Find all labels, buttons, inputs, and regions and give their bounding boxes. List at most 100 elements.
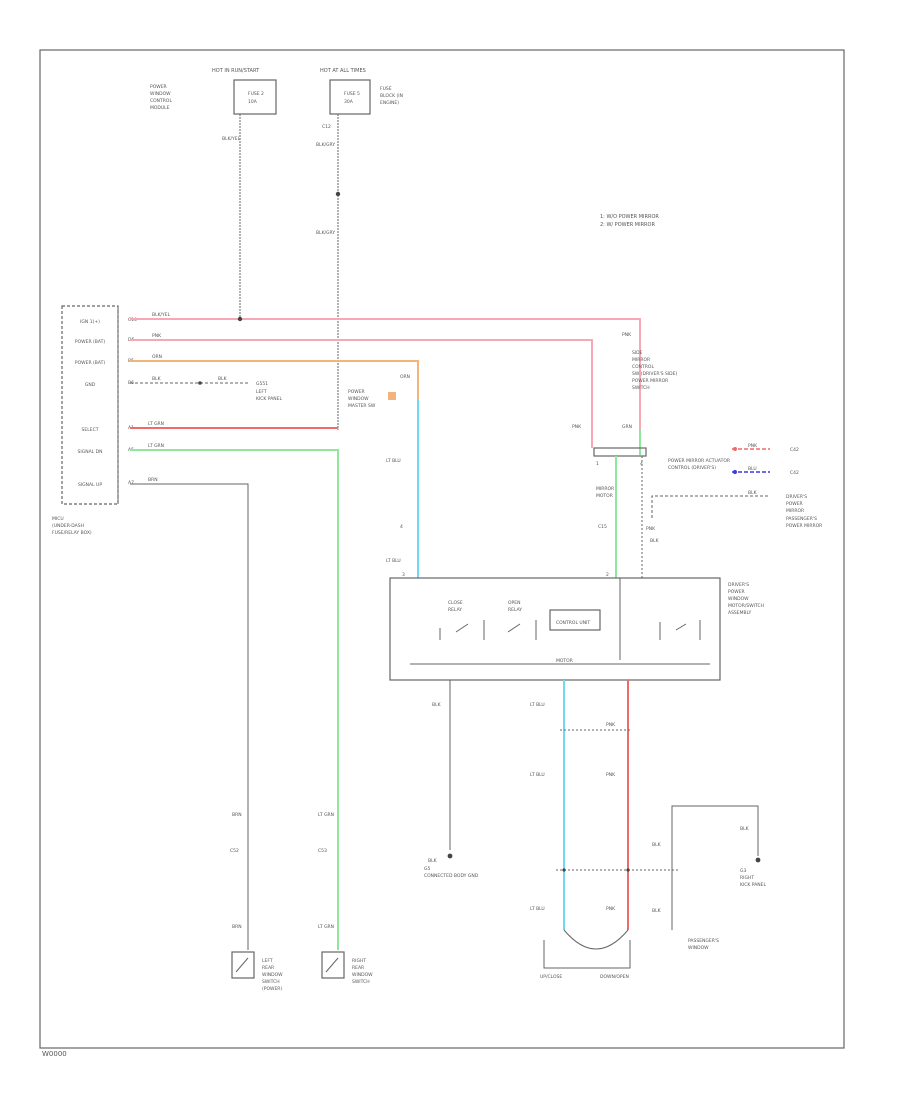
- svg-text:BRN: BRN: [232, 924, 242, 930]
- svg-text:SWITCH: SWITCH: [352, 979, 370, 985]
- svg-text:POWER: POWER: [150, 84, 167, 90]
- svg-text:POWER MIRROR: POWER MIRROR: [786, 523, 822, 529]
- right-ground: BLK G3 RIGHT KICK PANEL BLK BLK PASSENGE…: [652, 805, 767, 951]
- svg-text:WINDOW: WINDOW: [688, 945, 709, 951]
- right-labels: POWER MIRROR ACTUATOR CONTROL (DRIVER'S)…: [651, 443, 822, 529]
- svg-text:BLK/YEL: BLK/YEL: [152, 312, 171, 318]
- svg-text:SELECT: SELECT: [82, 427, 99, 433]
- svg-text:HOT IN RUN/START: HOT IN RUN/START: [212, 68, 260, 74]
- svg-text:A7: A7: [128, 480, 134, 486]
- svg-text:10A: 10A: [248, 99, 258, 105]
- svg-text:BLK/YEL: BLK/YEL: [222, 136, 241, 142]
- svg-text:PNK: PNK: [606, 722, 616, 728]
- top-left-fuse: HOT IN RUN/START POWER WINDOW CONTROL MO…: [150, 68, 277, 318]
- svg-text:DRIVER'S: DRIVER'S: [728, 582, 749, 588]
- svg-text:LEFT: LEFT: [262, 958, 273, 964]
- svg-text:BLU: BLU: [748, 466, 757, 472]
- wire-pink-2: [130, 339, 593, 448]
- svg-text:MODULE: MODULE: [150, 105, 170, 111]
- svg-text:PNK: PNK: [606, 906, 616, 912]
- svg-text:ORN: ORN: [152, 354, 162, 360]
- wire-brn: [130, 483, 249, 950]
- svg-text:BLK/GRY: BLK/GRY: [316, 142, 335, 148]
- svg-text:PNK: PNK: [748, 443, 758, 449]
- svg-text:PNK: PNK: [622, 332, 632, 338]
- svg-text:MICU: MICU: [52, 516, 64, 522]
- svg-text:CONTROL (DRIVER'S): CONTROL (DRIVER'S): [668, 465, 716, 471]
- svg-text:1: W/O POWER MIRROR: 1: W/O POWER MIRROR: [600, 214, 659, 220]
- svg-text:POWER (BAT): POWER (BAT): [75, 360, 105, 366]
- svg-text:CONNECTED BODY GND: CONNECTED BODY GND: [424, 873, 479, 879]
- svg-text:BLK: BLK: [152, 376, 162, 382]
- svg-text:BRN: BRN: [148, 477, 158, 483]
- legend: 1: W/O POWER MIRROR 2: W/ POWER MIRROR: [600, 214, 659, 228]
- svg-text:BLK: BLK: [432, 702, 442, 708]
- svg-text:4: 4: [400, 524, 403, 530]
- svg-text:REAR: REAR: [352, 965, 364, 971]
- svg-text:RIGHT: RIGHT: [352, 958, 366, 964]
- svg-text:BLK: BLK: [740, 826, 750, 832]
- svg-text:MOTOR: MOTOR: [556, 658, 573, 664]
- bottom-switches: BRN C52 BRN LEFT REAR WINDOW SWITCH (POW…: [230, 812, 373, 992]
- svg-text:MOTOR: MOTOR: [596, 493, 613, 499]
- svg-text:BLK: BLK: [748, 490, 758, 496]
- svg-text:ORN: ORN: [400, 374, 410, 380]
- svg-text:WINDOW: WINDOW: [262, 972, 283, 978]
- svg-text:BLK: BLK: [652, 908, 662, 914]
- lower-wires: BLK BLK G5 CONNECTED BODY GND LT BLU LT …: [424, 680, 680, 980]
- svg-text:ENGINE): ENGINE): [380, 100, 399, 106]
- svg-text:C42: C42: [790, 470, 799, 476]
- svg-text:GND: GND: [85, 382, 96, 388]
- svg-text:RELAY: RELAY: [448, 607, 462, 613]
- svg-text:MIRROR: MIRROR: [632, 357, 650, 363]
- svg-text:LT BLU: LT BLU: [530, 702, 545, 708]
- window-motor: [543, 929, 631, 969]
- svg-text:BLK: BLK: [652, 842, 662, 848]
- svg-text:SW (DRIVER'S SIDE): SW (DRIVER'S SIDE): [632, 371, 677, 377]
- svg-text:2: W/ POWER MIRROR: 2: W/ POWER MIRROR: [600, 222, 655, 228]
- module-wires: BLK/YEL PNK ORN BLK G551 LEFT KICK PANEL…: [130, 312, 641, 950]
- svg-text:WINDOW: WINDOW: [728, 596, 749, 602]
- svg-text:SIGNAL DN: SIGNAL DN: [78, 449, 103, 455]
- svg-text:FUSE 2: FUSE 2: [248, 91, 264, 97]
- svg-text:(POWER): (POWER): [262, 986, 282, 992]
- left-module: IGN 1(+) C14 POWER (BAT) D6 POWER (BAT) …: [52, 305, 137, 536]
- svg-text:BLK/GRY: BLK/GRY: [316, 230, 335, 236]
- svg-text:LT GRN: LT GRN: [318, 812, 334, 818]
- svg-text:IGN 1(+): IGN 1(+): [80, 319, 100, 325]
- main-unit: MOTOR CLOSE RELAY OPEN RELAY CONTROL UNI…: [389, 572, 764, 681]
- svg-text:C53: C53: [318, 848, 327, 854]
- svg-text:SWITCH: SWITCH: [632, 385, 650, 391]
- svg-text:MIRROR: MIRROR: [786, 508, 804, 514]
- svg-text:RIGHT: RIGHT: [740, 875, 754, 881]
- svg-text:POWER: POWER: [786, 501, 803, 507]
- svg-text:DRIVER'S: DRIVER'S: [786, 494, 807, 500]
- svg-text:(UNDER-DASH: (UNDER-DASH: [52, 523, 84, 529]
- svg-text:FUSE/RELAY BOX): FUSE/RELAY BOX): [52, 530, 92, 536]
- svg-text:FUSE 5: FUSE 5: [344, 91, 360, 97]
- svg-text:PNK: PNK: [606, 772, 616, 778]
- power-control-unit: POWER WINDOW MASTER SW ORN LT BLU 4 LT B…: [348, 374, 419, 578]
- svg-text:MOTOR/SWITCH: MOTOR/SWITCH: [728, 603, 764, 609]
- svg-text:SWITCH: SWITCH: [262, 979, 280, 985]
- svg-text:1: 1: [596, 461, 599, 467]
- page-ref: W0000: [42, 1050, 67, 1058]
- svg-text:LT BLU: LT BLU: [386, 458, 401, 464]
- svg-text:MIRROR: MIRROR: [596, 486, 614, 492]
- svg-text:RELAY: RELAY: [508, 607, 522, 613]
- wire-pink-top: [130, 318, 641, 430]
- splice-point: [335, 191, 341, 197]
- svg-text:POWER: POWER: [728, 589, 745, 595]
- module-pins: IGN 1(+) C14 POWER (BAT) D6 POWER (BAT) …: [75, 317, 137, 488]
- svg-text:C52: C52: [230, 848, 239, 854]
- svg-text:G5: G5: [424, 866, 430, 872]
- svg-text:C15: C15: [598, 524, 607, 530]
- svg-text:PNK: PNK: [572, 424, 582, 430]
- svg-text:WINDOW: WINDOW: [150, 91, 171, 97]
- svg-text:WINDOW: WINDOW: [352, 972, 373, 978]
- right-rear-switch: [321, 951, 345, 979]
- svg-text:PNK: PNK: [152, 333, 162, 339]
- svg-text:PASSENGER'S: PASSENGER'S: [786, 516, 817, 522]
